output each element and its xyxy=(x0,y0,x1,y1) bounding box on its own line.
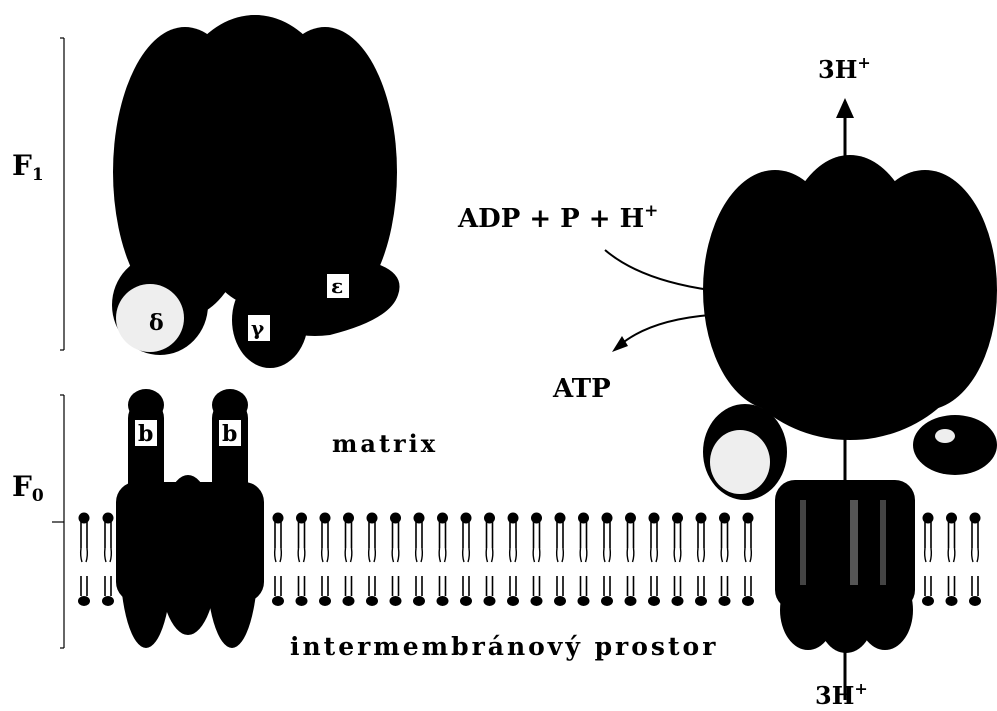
lipid-molecule xyxy=(390,513,402,607)
lipid-molecule xyxy=(922,513,934,607)
lipid-molecule xyxy=(437,513,449,607)
lipid-molecule xyxy=(507,513,519,607)
lipid-molecule xyxy=(601,513,613,607)
lipid-molecule xyxy=(484,513,496,607)
lipid-molecule xyxy=(343,513,355,607)
b-subunit-left: b xyxy=(135,420,157,447)
lipid-molecule xyxy=(78,513,90,607)
lipid-molecule xyxy=(460,513,472,607)
matrix-label: matrix xyxy=(332,429,438,458)
intermembrane-label: intermembránový prostor xyxy=(290,632,718,661)
b-left-label: b xyxy=(138,421,153,447)
adp-arrow xyxy=(605,250,710,290)
lipid-molecule xyxy=(578,513,590,607)
delta-label: δ xyxy=(149,310,164,336)
lipid-molecule xyxy=(969,513,981,607)
proton-bottom-label: 3H+ xyxy=(815,679,868,710)
lipid-molecule xyxy=(413,513,425,607)
lipid-molecule xyxy=(742,513,754,607)
scale-bracket xyxy=(52,38,64,648)
lipid-molecule xyxy=(648,513,660,607)
atp-label: ATP xyxy=(552,374,611,404)
adp-label: ADP + P + H+ xyxy=(457,201,658,234)
lipid-molecule xyxy=(695,513,707,607)
lipid-molecule xyxy=(296,513,308,607)
atp-synthase-assembled xyxy=(703,155,997,653)
proton-top-label: 3H+ xyxy=(818,53,871,84)
gamma-box: γ xyxy=(248,315,270,341)
gamma-label: γ xyxy=(251,316,265,340)
atp-arrow xyxy=(612,315,710,352)
lipid-molecule xyxy=(946,513,958,607)
epsilon-label: ε xyxy=(331,274,343,298)
b-subunit-right: b xyxy=(219,420,241,447)
lipid-molecule xyxy=(625,513,637,607)
lipid-molecule xyxy=(319,513,331,607)
lipid-molecule xyxy=(719,513,731,607)
lipid-molecule xyxy=(102,513,114,607)
lipid-molecule xyxy=(272,513,284,607)
epsilon-box: ε xyxy=(327,274,349,298)
lipid-molecule xyxy=(672,513,684,607)
f1-label: F1 xyxy=(12,149,44,185)
lipid-molecule xyxy=(554,513,566,607)
f0-label: F0 xyxy=(12,470,44,506)
b-right-label: b xyxy=(222,421,237,447)
lipid-molecule xyxy=(366,513,378,607)
lipid-molecule xyxy=(531,513,543,607)
